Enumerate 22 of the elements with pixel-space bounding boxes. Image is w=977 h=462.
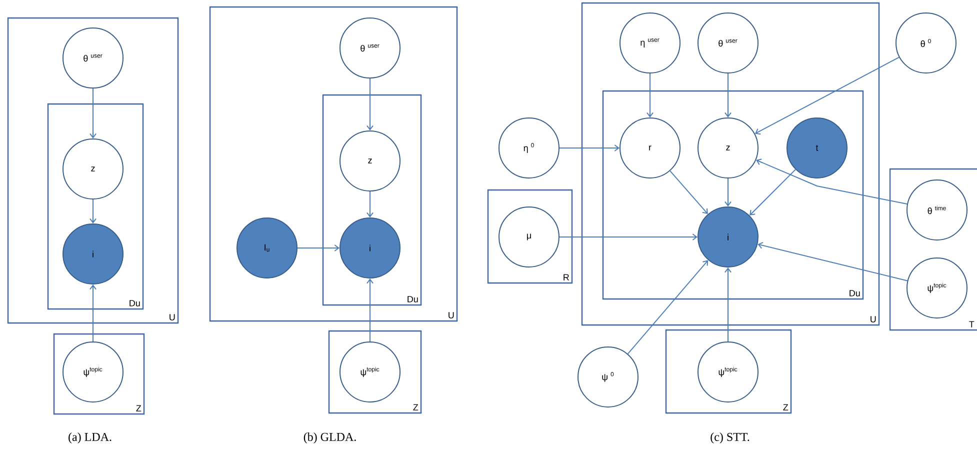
- arrow: [750, 169, 796, 216]
- subfigure-caption: (a) LDA.: [68, 432, 112, 444]
- arrow: [559, 144, 620, 152]
- arrow: [366, 191, 374, 218]
- arrow: [724, 73, 732, 118]
- arrow: [670, 170, 708, 214]
- arrow: [758, 242, 908, 282]
- arrow: [724, 268, 732, 342]
- arrow: [366, 78, 374, 130]
- arrow: [90, 88, 97, 138]
- arrow: [559, 234, 698, 240]
- subfigure-caption: (c) STT.: [710, 432, 750, 444]
- arrow: [724, 178, 732, 206]
- arrow: [627, 260, 708, 354]
- arrow: [756, 158, 908, 204]
- arrow: [90, 284, 97, 342]
- arrow: [754, 56, 900, 135]
- arrow: [297, 244, 340, 252]
- arrow: [90, 199, 97, 224]
- arrow: [366, 278, 374, 342]
- arrow: [646, 73, 654, 118]
- subfigure-caption: (b) GLDA.: [304, 432, 356, 444]
